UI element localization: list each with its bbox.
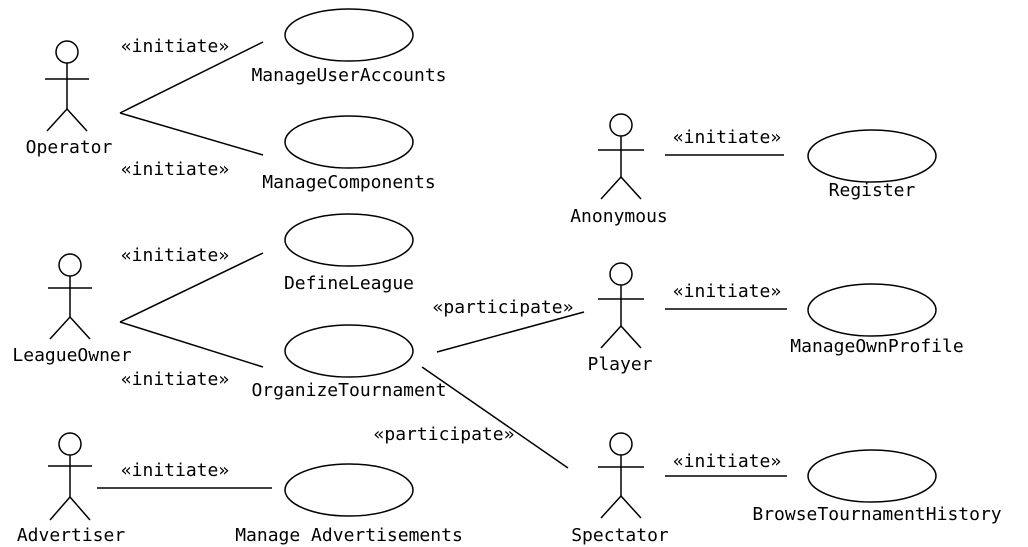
- manageownprofile-label: ManageOwnProfile: [790, 336, 963, 357]
- initiate-label-operator-accounts: «initiate»: [121, 36, 229, 57]
- leagueowner-label: LeagueOwner: [12, 345, 131, 366]
- defineleague-label: DefineLeague: [284, 273, 414, 294]
- initiate-label-leagueowner-organizetournament: «initiate»: [121, 369, 229, 390]
- assoc-organizetournament-player: [436, 311, 585, 353]
- browsetournamenthistory-label: BrowseTournamentHistory: [752, 504, 1001, 525]
- initiate-label-spectator: «initiate»: [673, 451, 781, 472]
- manageuseraccounts-usecase: [284, 8, 414, 62]
- assoc-operator-managecomponents: [119, 112, 264, 156]
- assoc-organizetournament-spectator: [421, 366, 569, 469]
- organizetournament-label: OrganizeTournament: [251, 380, 446, 401]
- spectator-actor: [598, 432, 644, 519]
- player-label: Player: [587, 354, 652, 375]
- operator-label: Operator: [26, 137, 113, 158]
- participate-label-player: «participate»: [433, 297, 574, 318]
- assoc-leagueowner-defineleague: [119, 252, 264, 323]
- managecomponents-label: ManageComponents: [262, 172, 435, 193]
- player-actor: [598, 262, 644, 349]
- advertiser-label: Advertiser: [17, 525, 126, 546]
- organizetournament-usecase: [284, 324, 414, 378]
- spectator-label: Spectator: [571, 525, 669, 546]
- browsetournamenthistory-usecase: [807, 449, 937, 503]
- defineleague-usecase: [284, 213, 414, 267]
- manageadvertisements-usecase: [284, 463, 414, 517]
- assoc-operator-manageuseraccounts: [119, 41, 264, 114]
- manageadvertisements-label: Manage Advertisements: [235, 525, 463, 546]
- participate-label-spectator: «participate»: [374, 424, 515, 445]
- initiate-label-anonymous: «initiate»: [673, 127, 781, 148]
- assoc-leagueowner-organizetournament: [119, 321, 264, 368]
- initiate-label-leagueowner-defineleague: «initiate»: [121, 245, 229, 266]
- register-label: Register: [829, 180, 916, 201]
- operator-actor: [45, 40, 89, 132]
- register-usecase: [807, 129, 937, 183]
- initiate-label-advertiser: «initiate»: [121, 460, 229, 481]
- anonymous-label: Anonymous: [570, 206, 668, 227]
- leagueowner-actor: [48, 253, 92, 340]
- initiate-label-player: «initiate»: [673, 281, 781, 302]
- manageownprofile-usecase: [807, 283, 937, 337]
- manageuseraccounts-label: ManageUserAccounts: [251, 65, 446, 86]
- advertiser-actor: [48, 432, 92, 521]
- anonymous-actor: [598, 113, 644, 200]
- managecomponents-usecase: [284, 115, 414, 169]
- initiate-label-operator-components: «initiate»: [121, 159, 229, 180]
